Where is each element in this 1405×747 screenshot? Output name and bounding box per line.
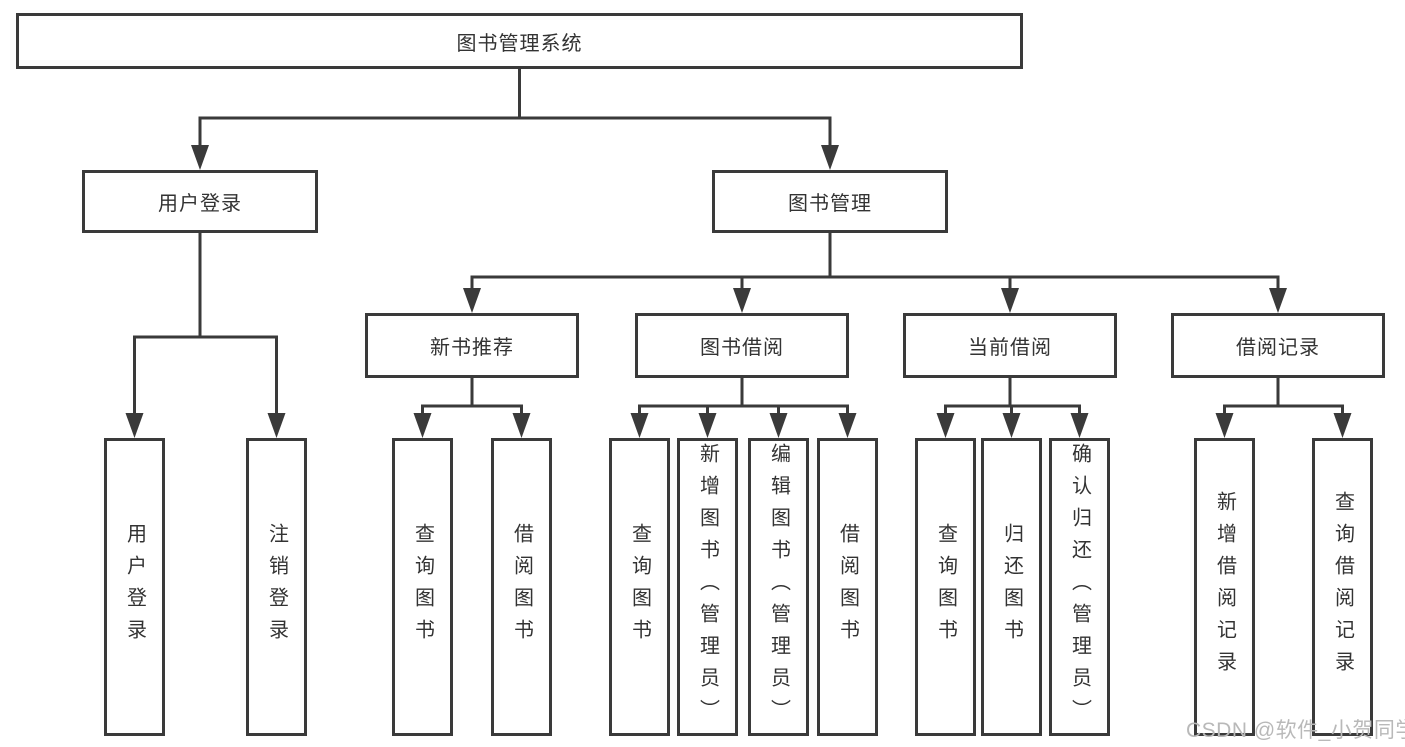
node-current-borrow: 当前借阅 [903, 313, 1117, 378]
leaf-label: 编辑图书（管理员） [767, 443, 790, 731]
node-book-borrow: 图书借阅 [635, 313, 849, 378]
node-new-book-recommend: 新书推荐 [365, 313, 579, 378]
leaf-label: 查询借阅记录 [1331, 491, 1354, 683]
leaf-query-borrow-record: 查询借阅记录 [1312, 438, 1373, 736]
node-book-management: 图书管理 [712, 170, 948, 233]
leaf-borrow-books: 借阅图书 [817, 438, 878, 736]
node-root-library-system: 图书管理系统 [16, 13, 1023, 69]
leaf-confirm-return-admin: 确认归还（管理员） [1049, 438, 1110, 736]
leaf-edit-books-admin: 编辑图书（管理员） [748, 438, 809, 736]
leaf-query-books-recommend: 查询图书 [392, 438, 453, 736]
leaf-label: 查询图书 [934, 523, 957, 651]
leaf-label: 注销登录 [265, 523, 288, 651]
leaf-query-books-borrow: 查询图书 [609, 438, 670, 736]
leaf-label: 确认归还（管理员） [1068, 443, 1091, 731]
csdn-watermark: CSDN @软件_小贺同学 [1186, 719, 1405, 742]
leaf-label: 用户登录 [123, 523, 146, 651]
leaf-add-books-admin: 新增图书（管理员） [677, 438, 738, 736]
leaf-user-login: 用户登录 [104, 438, 165, 736]
leaf-borrow-books-recommend: 借阅图书 [491, 438, 552, 736]
leaf-return-books: 归还图书 [981, 438, 1042, 736]
leaf-query-books-current: 查询图书 [915, 438, 976, 736]
leaf-logout: 注销登录 [246, 438, 307, 736]
leaf-label: 新增图书（管理员） [696, 443, 719, 731]
leaf-label: 借阅图书 [510, 523, 533, 651]
leaf-label: 查询图书 [411, 523, 434, 651]
leaf-label: 归还图书 [1000, 523, 1023, 651]
leaf-label: 新增借阅记录 [1213, 491, 1236, 683]
leaf-label: 借阅图书 [836, 523, 859, 651]
leaf-label: 查询图书 [628, 523, 651, 651]
node-user-login: 用户登录 [82, 170, 318, 233]
node-borrow-records: 借阅记录 [1171, 313, 1385, 378]
leaf-add-borrow-record: 新增借阅记录 [1194, 438, 1255, 736]
